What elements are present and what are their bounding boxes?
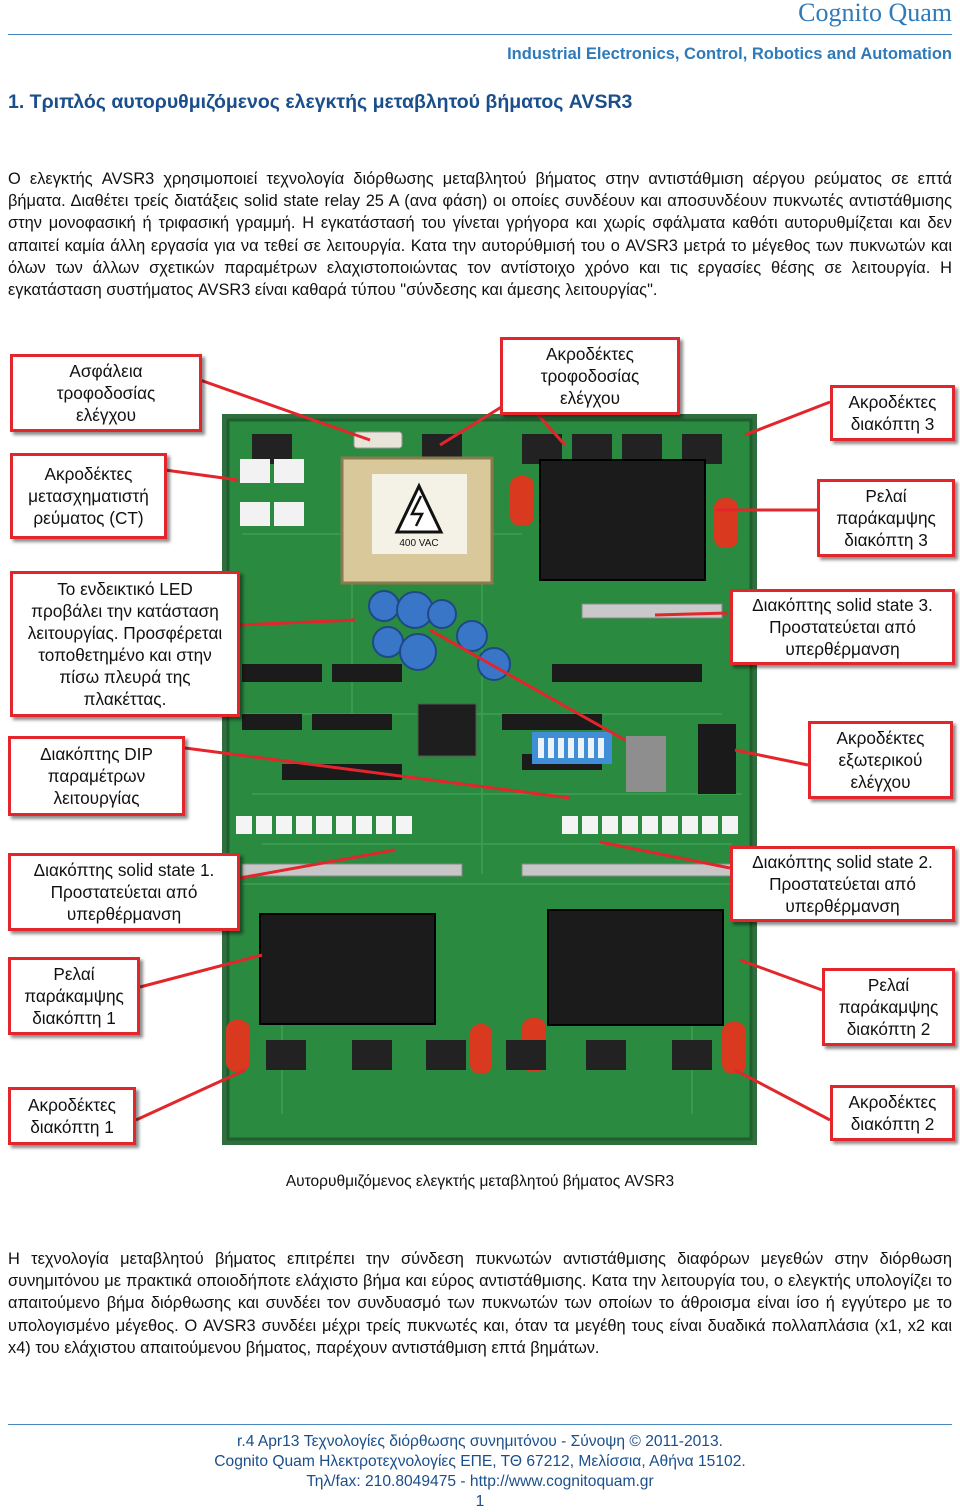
callout-led: Το ενδεικτικό LED προβάλει την κατάσταση… xyxy=(10,571,240,717)
footer-divider xyxy=(8,1424,952,1425)
callout-ss3: Διακόπτης solid state 3. Προστατεύεται α… xyxy=(730,589,955,665)
page-number: 1 xyxy=(475,1493,485,1510)
callout-ss1: Διακόπτης solid state 1. Προστατεύεται α… xyxy=(8,853,240,931)
figure-caption: Αυτορυθμιζόμενος ελεγκτής μεταβλητού βήμ… xyxy=(285,1173,675,1190)
callout-ss2: Διακόπτης solid state 2. Προστατεύεται α… xyxy=(730,846,955,922)
product-figure: 400 VAC xyxy=(0,330,960,1160)
intro-paragraph: Ο ελεγκτής AVSR3 χρησιμοποιεί τεχνολογία… xyxy=(8,170,952,300)
second-paragraph: Η τεχνολογία μεταβλητού βήματος επιτρέπε… xyxy=(8,1250,952,1357)
callout-external: Ακροδέκτες εξωτερικού ελέγχου xyxy=(808,721,953,799)
footer-revision: r.4 Apr13 Τεχνολογίες διόρθωσης συνημιτό… xyxy=(237,1433,723,1450)
section-heading: 1. Τριπλός αυτορυθμιζόμενος ελεγκτής μετ… xyxy=(8,91,633,113)
transformer-label: 400 VAC xyxy=(399,538,438,549)
callout-switch3-terminals: Ακροδέκτες διακόπτη 3 xyxy=(830,385,955,441)
callout-ct-terminals: Ακροδέκτες μετασχηματιστή ρεύματος (CT) xyxy=(10,453,167,539)
footer: r.4 Apr13 Τεχνολογίες διόρθωσης συνημιτό… xyxy=(0,1432,960,1512)
callout-switch2-terminals: Ακροδέκτες διακόπτη 2 xyxy=(830,1085,955,1141)
header-subtitle: Industrial Electronics, Control, Robotic… xyxy=(507,45,952,63)
callout-supply-terminals: Ακροδέκτες τροφοδοσίας ελέγχου xyxy=(500,337,680,415)
footer-address: Cognito Quam Ηλεκτροτεχνολογίες ΕΠΕ, ΤΘ … xyxy=(214,1453,746,1470)
callout-relay2: Ρελαί παράκαμψης διακόπτη 2 xyxy=(822,968,955,1046)
footer-contact: Τηλ/fax: 210.8049475 - http://www.cognit… xyxy=(306,1473,654,1490)
callout-relay3: Ρελαί παράκαμψης διακόπτη 3 xyxy=(817,479,955,557)
pcb-photo: 400 VAC xyxy=(222,414,757,1145)
callout-relay1: Ρελαί παράκαμψης διακόπτη 1 xyxy=(8,957,140,1035)
callout-dip: Διακόπτης DIP παραμέτρων λειτουργίας xyxy=(8,736,185,816)
brand-logo: Cognito Quam xyxy=(798,0,952,27)
header-divider xyxy=(8,34,952,35)
callout-fuse: Ασφάλεια τροφοδοσίας ελέγχου xyxy=(10,354,202,432)
callout-switch1-terminals: Ακροδέκτες διακόπτη 1 xyxy=(8,1087,136,1145)
